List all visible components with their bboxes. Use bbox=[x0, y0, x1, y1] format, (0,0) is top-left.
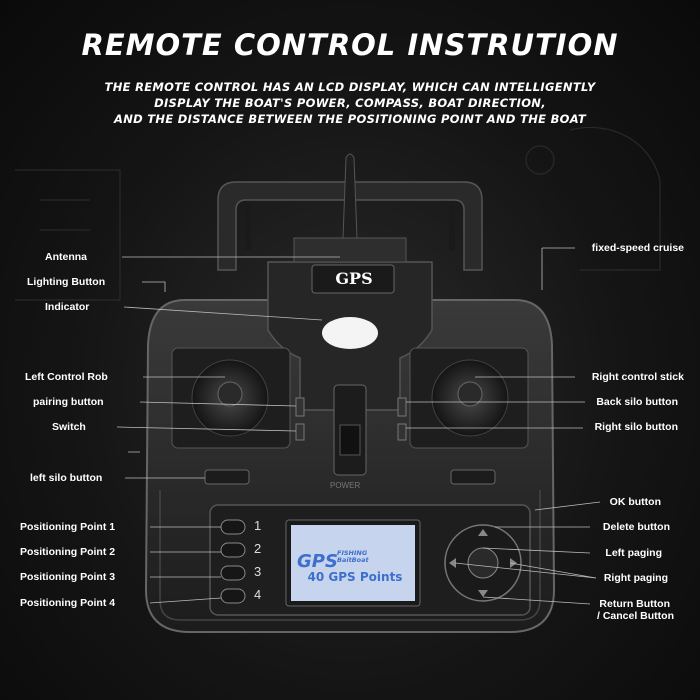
subtitle-line-3: AND THE DISTANCE BETWEEN THE POSITIONING… bbox=[114, 112, 586, 126]
label-positioning-point-2: Positioning Point 2 bbox=[20, 546, 116, 558]
gps-badge-text: GPS bbox=[335, 269, 373, 288]
gps-badge bbox=[311, 264, 395, 294]
label-cancel-button: / Cancel Button bbox=[596, 610, 674, 622]
indicator-light bbox=[322, 317, 378, 349]
label-delete-button: Delete button bbox=[602, 521, 670, 533]
pairing-button bbox=[295, 397, 305, 417]
point-number-3: 3 bbox=[254, 564, 262, 579]
label-right-control-stick: Right control stick bbox=[591, 371, 684, 383]
label-positioning-point-3: Positioning Point 3 bbox=[20, 571, 116, 583]
label-antenna: Antenna bbox=[45, 251, 87, 263]
subtitle-line-1: THE REMOTE CONTROL HAS AN LCD DISPLAY, W… bbox=[104, 80, 596, 94]
right-silo-slot bbox=[450, 469, 496, 485]
label-left-control-rob: Left Control Rob bbox=[25, 371, 108, 383]
switch bbox=[295, 423, 305, 441]
subtitle-line-2: DISPLAY THE BOAT'S POWER, COMPASS, BOAT … bbox=[154, 96, 546, 110]
lcd-points-text: 40 GPS Points bbox=[307, 570, 403, 584]
point-number-2: 2 bbox=[254, 541, 262, 556]
back-silo-button bbox=[397, 397, 407, 417]
point-number-4: 4 bbox=[254, 587, 262, 602]
power-label: POWER bbox=[330, 481, 361, 490]
label-ok-button: OK button bbox=[609, 496, 661, 508]
page-title: REMOTE CONTROL INSTRUTION bbox=[81, 28, 619, 62]
label-indicator: Indicator bbox=[45, 301, 90, 313]
right-silo-button bbox=[397, 423, 407, 441]
lcd-brand-main: GPS bbox=[297, 551, 338, 572]
label-positioning-point-4: Positioning Point 4 bbox=[20, 597, 116, 609]
label-lighting-button: Lighting Button bbox=[27, 276, 106, 288]
label-right-silo-button: Right silo button bbox=[594, 421, 678, 433]
positioning-point-4-button bbox=[220, 588, 246, 604]
label-switch: Switch bbox=[52, 421, 86, 433]
positioning-point-2-button bbox=[220, 542, 246, 558]
label-left-silo-button: left silo button bbox=[30, 472, 103, 484]
label-return-button: Return Button bbox=[599, 598, 670, 610]
label-left-paging: Left paging bbox=[605, 547, 662, 559]
antenna bbox=[342, 153, 358, 239]
label-fixed-speed-cruise: fixed-speed cruise bbox=[591, 242, 684, 254]
positioning-point-3-button bbox=[220, 565, 246, 581]
left-silo-button bbox=[204, 469, 250, 485]
background-sketch bbox=[15, 126, 661, 301]
label-right-paging: Right paging bbox=[603, 572, 668, 584]
lcd-screen bbox=[291, 525, 415, 601]
label-positioning-point-1: Positioning Point 1 bbox=[20, 521, 116, 533]
label-back-silo-button: Back silo button bbox=[596, 396, 678, 408]
point-number-1: 1 bbox=[254, 518, 262, 533]
label-pairing-button: pairing button bbox=[33, 396, 104, 408]
